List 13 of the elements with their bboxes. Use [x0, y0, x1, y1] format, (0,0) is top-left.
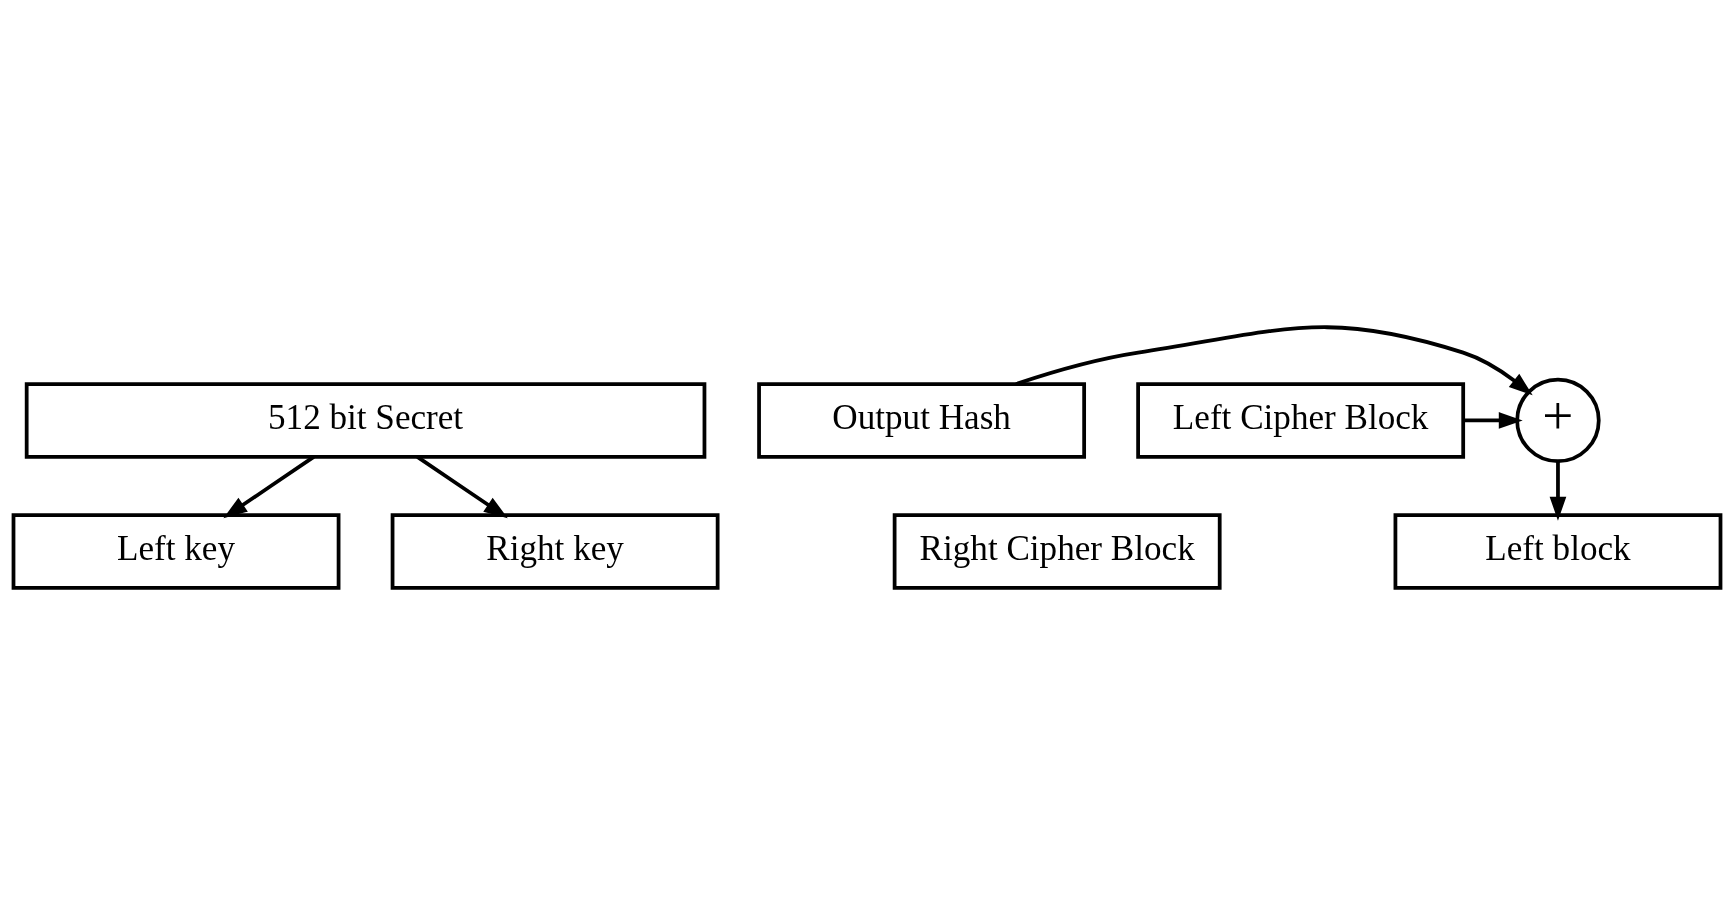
node-box: Left Cipher Block [1136, 382, 1466, 459]
node-box: 512 bit Secret [24, 382, 707, 459]
node-circle: + [1515, 377, 1601, 464]
arrow [223, 455, 315, 519]
node-box: Right key [390, 513, 720, 590]
arrow [1549, 461, 1567, 521]
node-box: Output Hash [757, 382, 1087, 459]
arrow [1015, 325, 1533, 396]
arrow [416, 455, 508, 519]
node-box: Left key [11, 513, 341, 590]
node-box: Right Cipher Block [892, 513, 1222, 590]
node-box: Left block [1393, 513, 1723, 590]
arrow [1463, 412, 1523, 429]
